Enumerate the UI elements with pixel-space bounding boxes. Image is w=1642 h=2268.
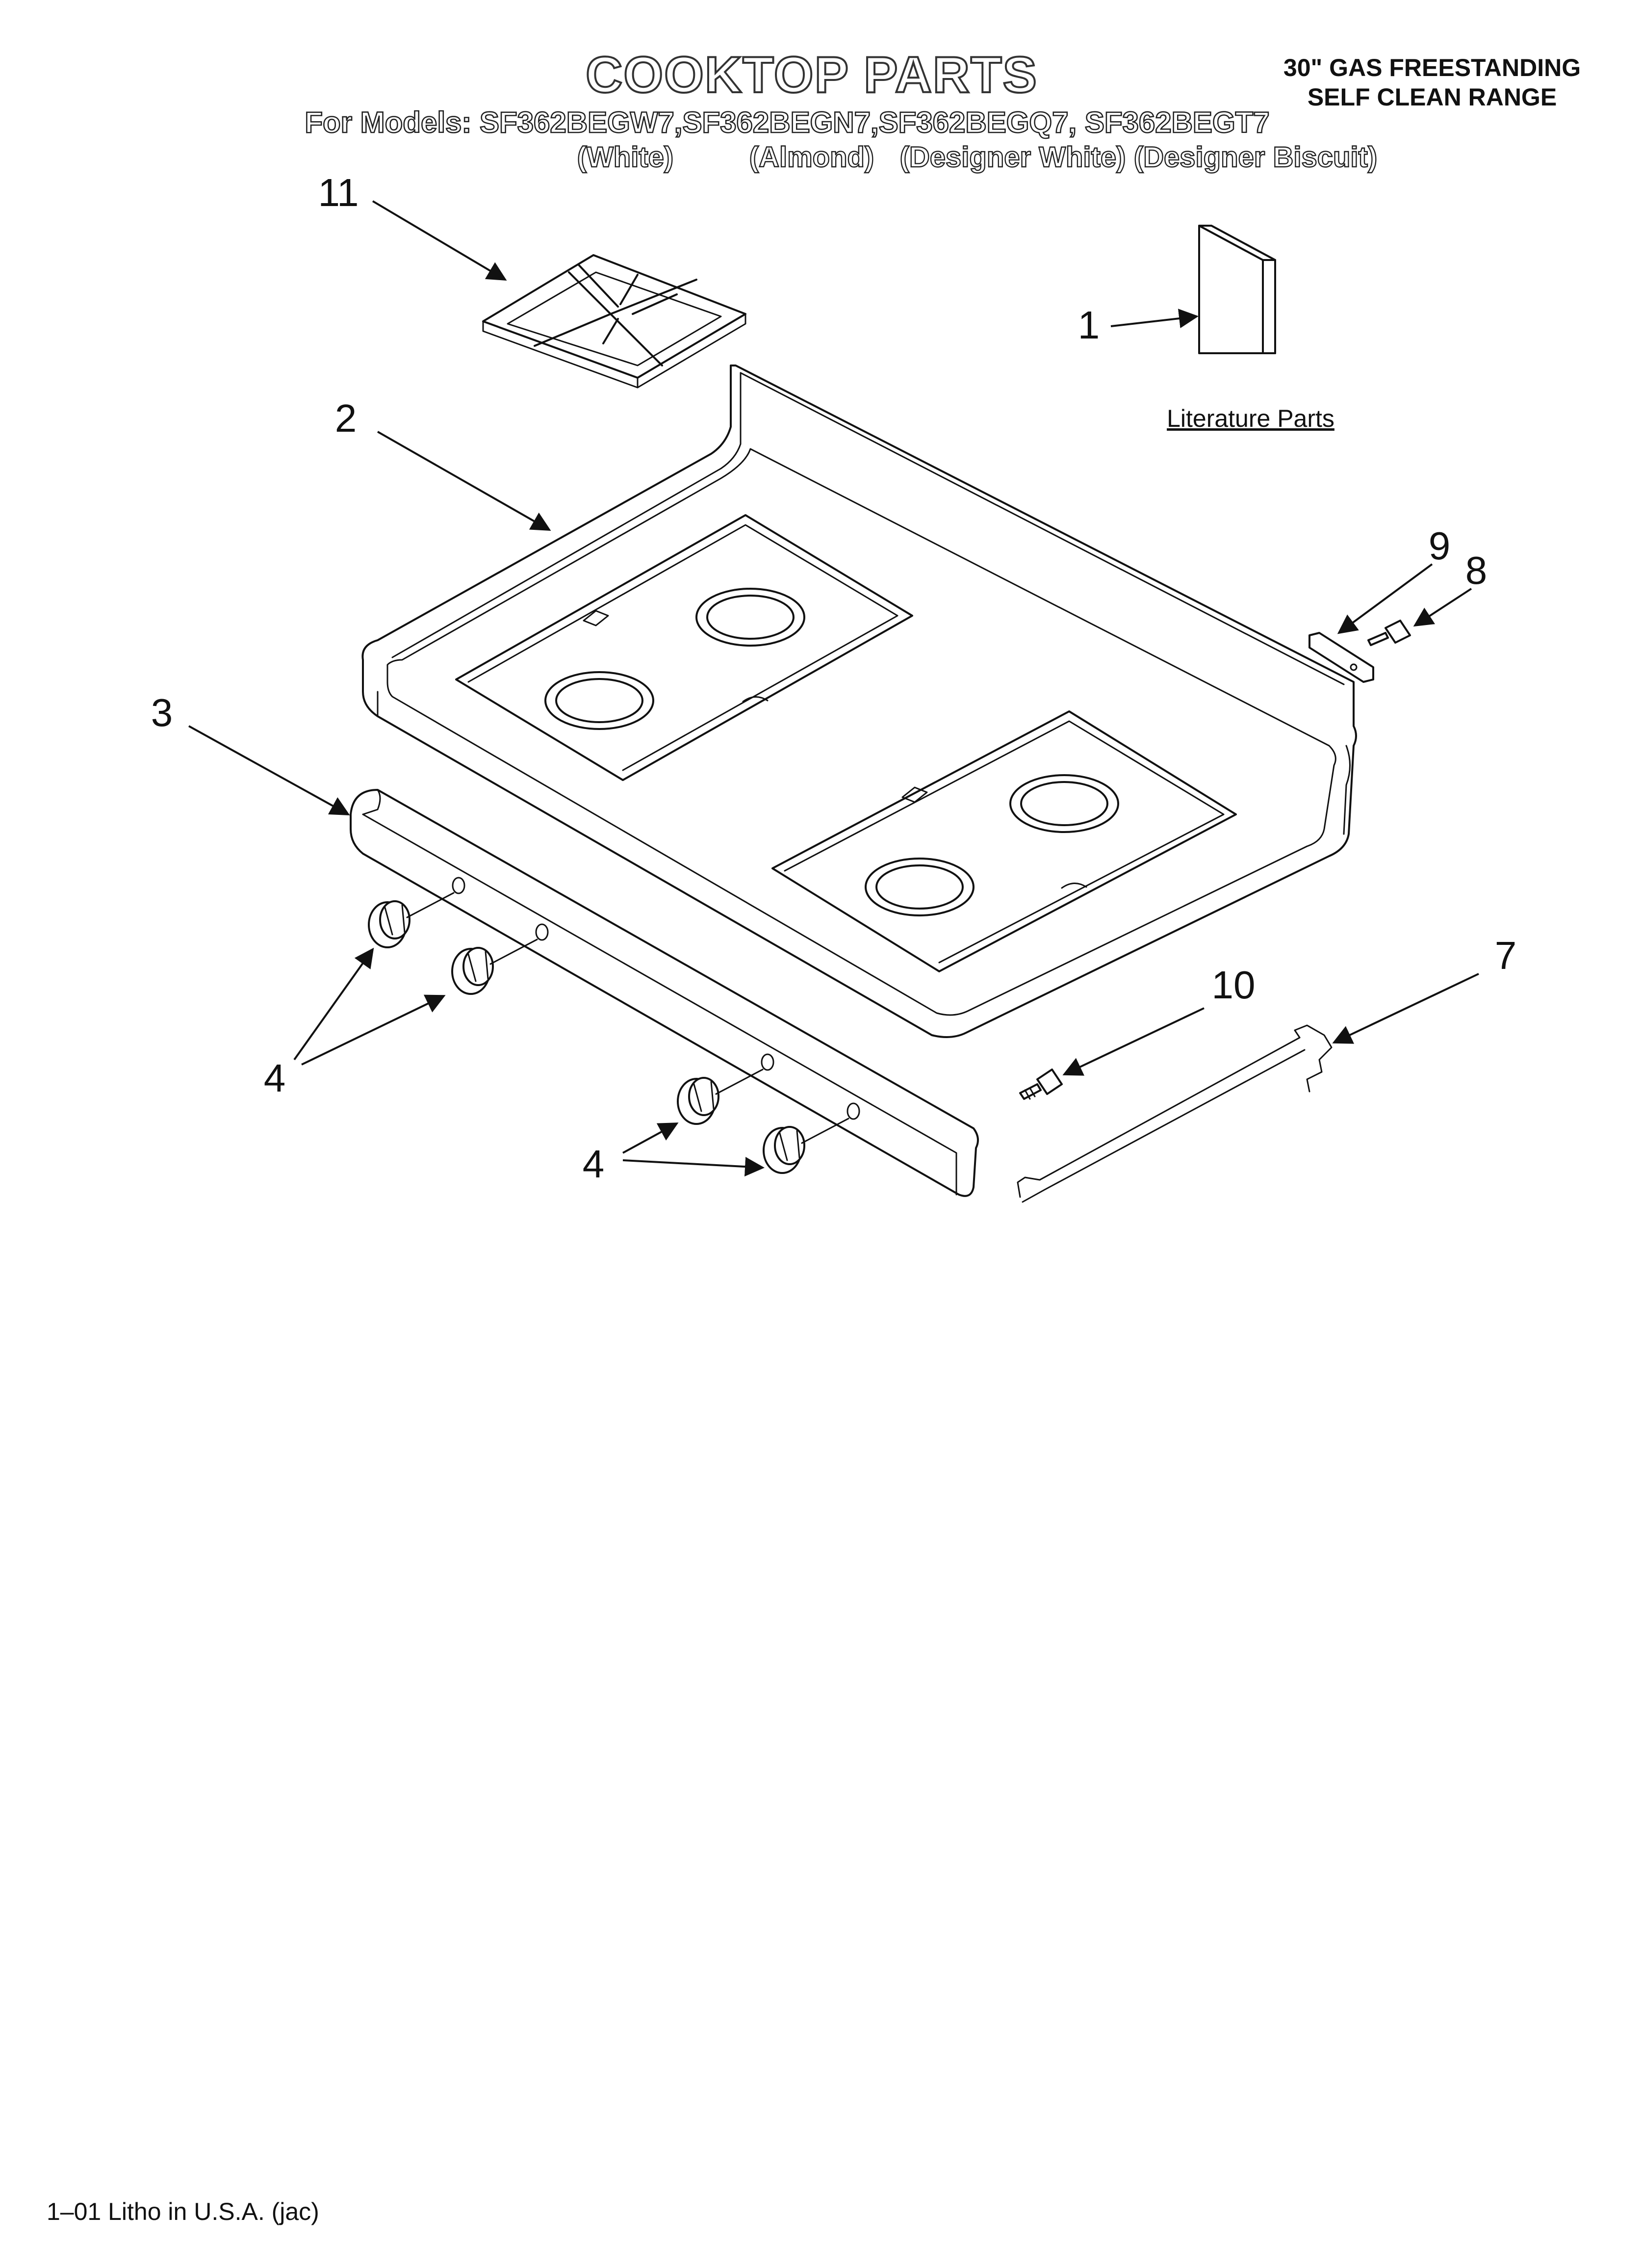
- control-knob-2: [451, 938, 538, 995]
- color-almond: (Almond): [749, 141, 874, 173]
- control-knob-3: [677, 1069, 764, 1125]
- burner-grate: [482, 254, 746, 389]
- literature-booklet: [1198, 225, 1276, 354]
- callout-4-right: 4: [583, 1142, 605, 1186]
- leader-11: [372, 200, 507, 281]
- cooktop-main-top: [361, 365, 1357, 1038]
- callout-8: 8: [1465, 548, 1488, 592]
- control-panel: [350, 789, 979, 1197]
- leader-2: [377, 431, 551, 531]
- leader-7: [1332, 973, 1479, 1044]
- color-white: (White): [577, 141, 674, 173]
- footer-litho: 1–01 Litho in U.S.A. (jac): [47, 2198, 319, 2225]
- callout-11: 11: [318, 171, 359, 214]
- leader-1: [1110, 309, 1199, 328]
- color-designer-white: (Designer White): [900, 141, 1126, 173]
- page-title: COOKTOP PARTS: [586, 47, 1038, 104]
- callout-9: 9: [1429, 524, 1451, 568]
- control-knob-1: [368, 892, 455, 948]
- leader-4-right-a: [622, 1122, 679, 1154]
- literature-parts-label: Literature Parts: [1167, 405, 1334, 432]
- leader-8: [1413, 588, 1472, 627]
- callout-2: 2: [335, 396, 357, 440]
- anti-tip-rod: [1017, 1024, 1333, 1203]
- callout-4-left: 4: [264, 1056, 286, 1100]
- callout-7: 7: [1495, 934, 1517, 977]
- callout-10: 10: [1212, 963, 1256, 1007]
- range-type-line1: 30" GAS FREESTANDING: [1283, 54, 1581, 81]
- control-knob-4: [763, 1118, 849, 1174]
- screw-10: [1019, 1069, 1063, 1100]
- leader-4-left-b: [301, 994, 446, 1066]
- callout-1: 1: [1078, 303, 1100, 347]
- screw-part: [1367, 620, 1411, 646]
- leader-9: [1337, 563, 1433, 634]
- leader-4-left-a: [293, 947, 374, 1061]
- bracket-part: [1308, 632, 1374, 683]
- leader-3: [188, 725, 350, 815]
- range-type-line2: SELF CLEAN RANGE: [1308, 83, 1557, 111]
- color-designer-biscuit: (Designer Biscuit): [1134, 141, 1377, 173]
- leader-4-right-b: [622, 1157, 765, 1177]
- callout-3: 3: [151, 691, 173, 734]
- leader-10: [1062, 1007, 1205, 1076]
- models-line: For Models: SF362BEGW7,SF362BEGN7,SF362B…: [305, 106, 1269, 139]
